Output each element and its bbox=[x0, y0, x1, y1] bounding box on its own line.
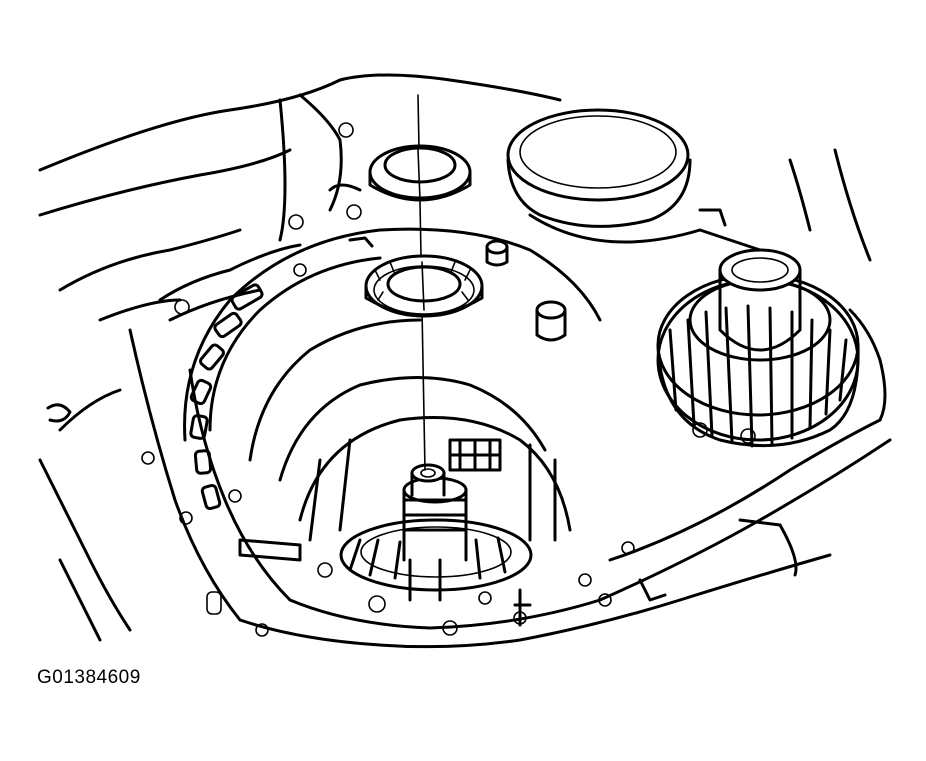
thrust-bearing bbox=[364, 254, 484, 318]
figure-id-label: G01384609 bbox=[37, 667, 141, 688]
idler-gear bbox=[656, 273, 860, 448]
output-shaft bbox=[339, 463, 533, 602]
thrust-washer bbox=[368, 144, 472, 202]
transaxle-case bbox=[38, 73, 892, 649]
clutch-drum bbox=[183, 227, 602, 542]
transmission-assembly-illustration bbox=[38, 73, 892, 649]
detail-lines bbox=[46, 183, 798, 627]
dowel-pin bbox=[485, 239, 567, 342]
accumulator-cylinder bbox=[506, 108, 762, 252]
gear-shaft bbox=[718, 248, 802, 352]
drum-slots bbox=[189, 283, 264, 511]
